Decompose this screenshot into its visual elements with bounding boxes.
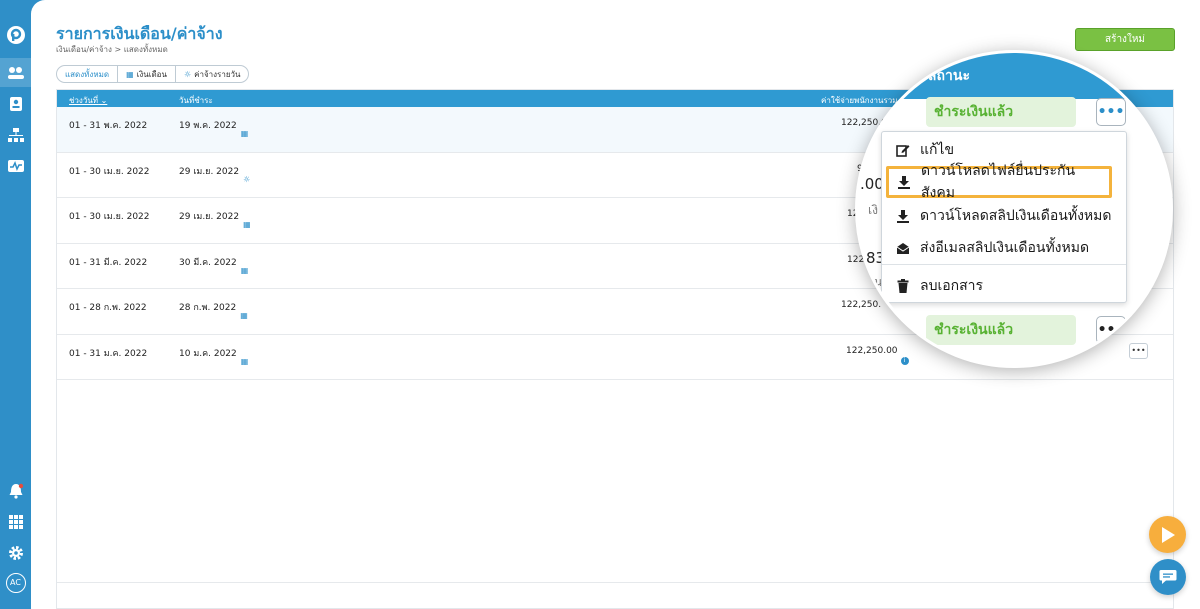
table-row[interactable]: 01 - 30 เม.ย. 2022 29 เม.ย. 2022▦ 12 — [57, 198, 1173, 244]
menu-item-delete-document[interactable]: ลบเอกสาร — [882, 270, 1126, 302]
calendar-icon: ▦ — [240, 356, 249, 366]
row-more-button[interactable]: ••• — [1129, 342, 1148, 359]
envelope-icon — [896, 241, 910, 255]
sun-icon: ☼ — [183, 69, 192, 79]
sun-icon: ☼ — [243, 174, 251, 184]
info-icon[interactable]: i — [900, 356, 909, 365]
header-period[interactable]: ช่วงวันที่ ⌄ — [69, 96, 108, 105]
chat-button[interactable] — [1150, 559, 1186, 595]
logo-icon[interactable] — [5, 24, 26, 45]
menu-item-email-all-payslips[interactable]: ส่งอีเมลสลิปเงินเดือนทั้งหมด — [882, 232, 1126, 264]
calendar-icon: ▦ — [240, 265, 249, 275]
play-icon — [1161, 526, 1175, 543]
status-badge: ชำระเงินแล้ว — [926, 315, 1076, 345]
breadcrumb[interactable]: เงินเดือน/ค่าจ้าง > แสดงทั้งหมด — [56, 45, 168, 54]
sidebar: AC — [0, 0, 31, 609]
calendar-icon: ▦ — [126, 69, 134, 79]
table-footer-divider — [57, 582, 1173, 583]
menu-item-download-all-payslips[interactable]: ดาวน์โหลดสลิปเงินเดือนทั้งหมด — [882, 200, 1126, 232]
calendar-icon: ▦ — [240, 311, 248, 320]
more-options-button[interactable]: ••• — [1096, 316, 1126, 344]
sidebar-active-indicator — [0, 58, 31, 87]
gear-icon[interactable] — [5, 542, 26, 563]
calendar-icon: ▦ — [243, 220, 251, 229]
bell-icon[interactable] — [5, 480, 26, 501]
magnifier-callout: สถานะ ชำระเงินแล้ว ••• .00 83 เงิ น แก้ไ… — [855, 50, 1173, 368]
filter-tab-daily-wage[interactable]: ☼ค่าจ้างรายวัน — [183, 69, 241, 79]
download-icon — [897, 175, 911, 189]
create-new-button[interactable]: สร้างใหม่ — [1075, 28, 1175, 51]
download-icon — [896, 209, 910, 223]
calendar-icon: ▦ — [240, 129, 249, 138]
trash-icon — [896, 279, 910, 293]
payroll-icon[interactable] — [5, 62, 26, 83]
page-title: รายการเงินเดือน/ค่าจ้าง — [56, 24, 223, 43]
actions-dropdown-menu: แก้ไข ดาวน์โหลดไฟล์ยื่นประกันสังคม ดาวน์… — [881, 131, 1127, 303]
activity-icon[interactable] — [5, 155, 26, 176]
menu-item-download-social-security[interactable]: ดาวน์โหลดไฟล์ยื่นประกันสังคม — [886, 163, 1112, 201]
status-badge: ชำระเงินแล้ว — [926, 97, 1076, 127]
table-row[interactable]: 01 - 28 ก.พ. 2022 28 ก.พ. 2022▦ 122,250. — [57, 289, 1173, 335]
menu-divider — [882, 264, 1126, 265]
table-row[interactable]: 01 - 31 มี.ค. 2022 30 มี.ค. 2022▦ 122, — [57, 244, 1173, 289]
header-total-cost: ค่าใช้จ่ายพนักงานรวม — [821, 96, 898, 105]
play-tutorial-button[interactable] — [1149, 516, 1186, 553]
filter-tab-salary[interactable]: ▦เงินเดือน — [118, 66, 176, 82]
edit-icon — [896, 143, 910, 157]
org-chart-icon[interactable] — [5, 124, 26, 145]
header-pay-date: วันที่ชำระ — [179, 96, 213, 105]
status-column-header: สถานะ — [858, 53, 1170, 99]
filter-tab-all[interactable]: แสดงทั้งหมด — [57, 66, 119, 82]
filter-tabs: แสดงทั้งหมด ▦เงินเดือน ☼ค่าจ้างรายวัน — [56, 65, 250, 83]
employee-card-icon[interactable] — [5, 93, 26, 114]
chat-icon — [1159, 570, 1177, 584]
avatar[interactable]: AC — [5, 572, 26, 593]
more-options-button[interactable]: ••• — [1096, 98, 1126, 126]
apps-grid-icon[interactable] — [5, 511, 26, 532]
table-row[interactable]: 01 - 31 ม.ค. 2022 10 ม.ค. 2022▦ 122,250.… — [57, 335, 1173, 380]
menu-item-edit[interactable]: แก้ไข — [882, 134, 1126, 166]
